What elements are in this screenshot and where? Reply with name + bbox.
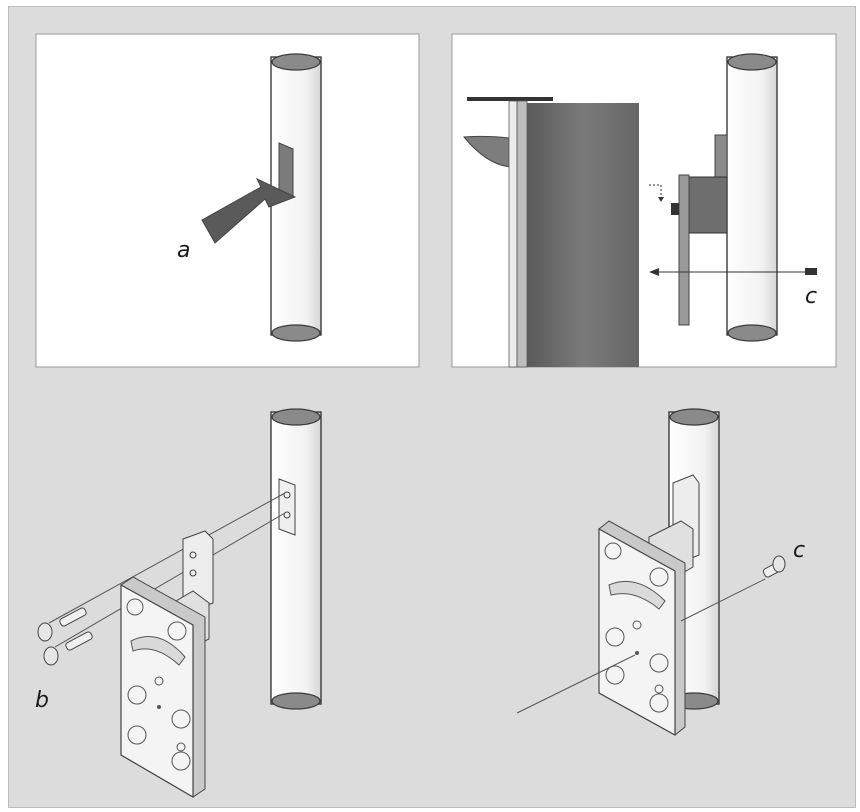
tube-1-bottom-cap bbox=[271, 324, 321, 342]
door-edge-strip bbox=[508, 100, 518, 368]
plate-handle-slot bbox=[130, 636, 186, 666]
guide-line-1 bbox=[48, 492, 286, 624]
door-edge-frame bbox=[516, 100, 528, 368]
panel-step-2: c bbox=[451, 33, 837, 368]
hinge-hole-2 bbox=[189, 569, 197, 577]
screw-path-arrowhead bbox=[649, 268, 659, 276]
label-b: b bbox=[35, 688, 49, 713]
tube-3 bbox=[270, 408, 322, 710]
tube-1-top-cap bbox=[271, 53, 321, 71]
arrow-a bbox=[201, 177, 297, 244]
guide-line-2 bbox=[54, 512, 286, 648]
tube-mount-tab bbox=[278, 478, 296, 536]
panel-1-frame bbox=[35, 33, 420, 368]
tube-2-bottom-cap bbox=[727, 324, 777, 342]
tube-2 bbox=[726, 53, 778, 342]
door-top-rail bbox=[467, 97, 553, 101]
label-c-top: c bbox=[805, 284, 817, 309]
screw-b-1 bbox=[37, 607, 87, 642]
hinge-plate bbox=[678, 174, 690, 326]
screw-b-2 bbox=[43, 631, 93, 666]
door-panel bbox=[527, 103, 639, 367]
label-a: a bbox=[177, 238, 190, 263]
screw-c-small bbox=[805, 268, 817, 275]
pointer-line bbox=[516, 654, 636, 714]
label-c-bottom: c bbox=[793, 538, 805, 563]
screw-c-guide bbox=[680, 578, 766, 622]
insert-arrow-head bbox=[658, 197, 664, 202]
assembled-view: c bbox=[516, 408, 805, 737]
assembly-figure: a c bbox=[8, 6, 856, 808]
hinge-hook bbox=[671, 203, 679, 215]
insert-arrow-path bbox=[649, 184, 662, 197]
mounted-plate bbox=[598, 520, 686, 737]
hinge-mounting-plate bbox=[120, 576, 206, 799]
tab-hole-1 bbox=[283, 491, 291, 499]
hinge-hole-1 bbox=[189, 551, 197, 559]
bracket-block bbox=[688, 176, 728, 234]
tube-2-top-cap bbox=[727, 53, 777, 71]
exploded-assembly: b bbox=[35, 408, 322, 799]
tab-hole-2 bbox=[283, 511, 291, 519]
screw-c-large bbox=[762, 555, 786, 578]
slot-recess bbox=[278, 142, 294, 198]
assembly-illustration: a c bbox=[35, 33, 837, 799]
panel-step-1: a bbox=[35, 33, 420, 368]
